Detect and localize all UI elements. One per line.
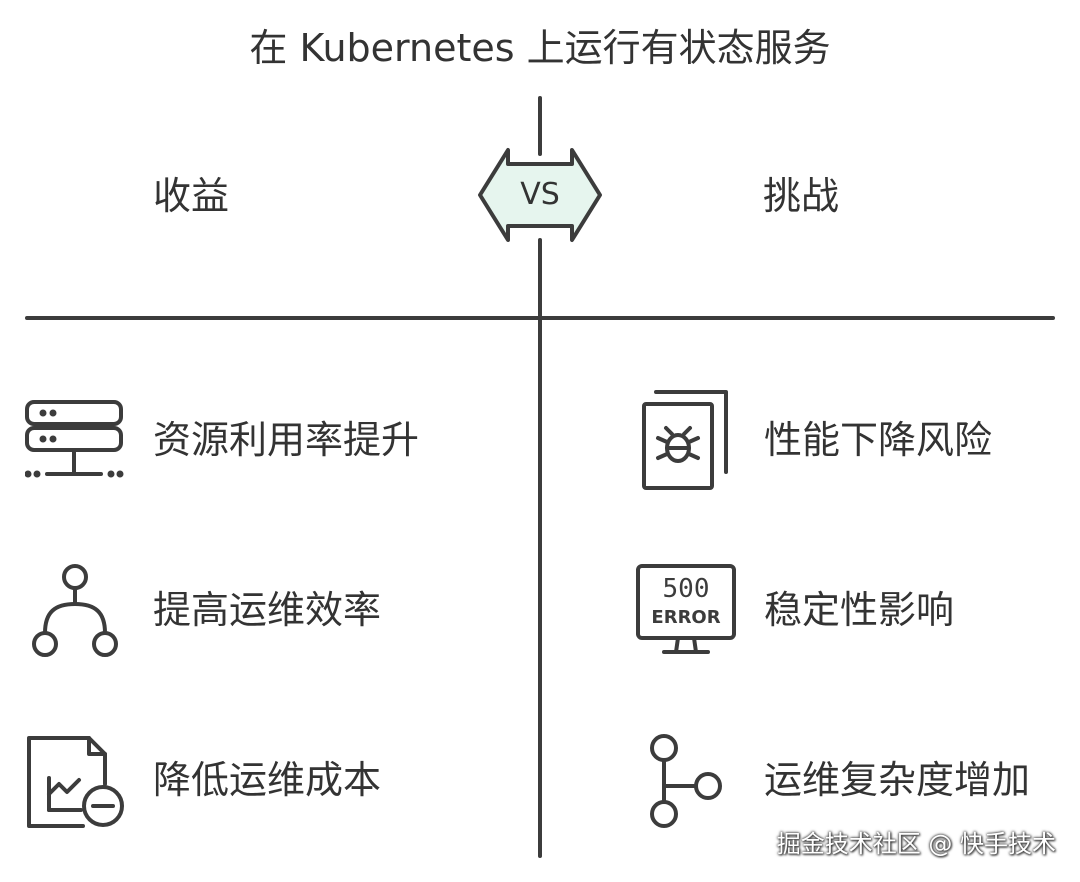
challenge-item-performance-risk: 性能下降风险	[636, 390, 1080, 490]
challenge-label: 运维复杂度增加	[764, 758, 1031, 802]
benefit-item-resource-utilization: 资源利用率提升	[25, 390, 505, 490]
benefit-item-ops-cost: 降低运维成本	[25, 730, 505, 830]
challenge-item-ops-complexity: 运维复杂度增加	[636, 730, 1080, 830]
watermark: 掘金技术社区 @ 快手技术	[776, 830, 1056, 858]
bug-document-icon	[636, 390, 736, 490]
vs-label: VS	[520, 177, 560, 212]
benefit-label: 资源利用率提升	[153, 418, 420, 462]
svg-text:500: 500	[663, 574, 710, 604]
challenge-item-stability: 500 ERROR 稳定性影响	[636, 560, 1080, 660]
benefits-heading: 收益	[153, 174, 230, 218]
hierarchy-tree-icon	[25, 560, 125, 660]
branch-graph-icon	[636, 730, 736, 830]
server-rack-icon	[25, 390, 125, 490]
report-chart-minus-icon	[25, 730, 125, 830]
challenges-heading: 挑战	[763, 174, 840, 218]
horizontal-divider	[25, 316, 1055, 320]
benefit-item-ops-efficiency: 提高运维效率	[25, 560, 505, 660]
vs-badge: VS	[478, 146, 602, 244]
vertical-divider-top	[538, 96, 542, 156]
double-arrow-icon	[478, 148, 602, 242]
vertical-divider-bottom	[538, 238, 542, 858]
challenge-label: 性能下降风险	[764, 418, 993, 462]
benefit-label: 提高运维效率	[153, 588, 382, 632]
svg-text:ERROR: ERROR	[651, 607, 720, 628]
challenge-label: 稳定性影响	[764, 588, 955, 632]
benefit-label: 降低运维成本	[153, 758, 382, 802]
error-500-monitor-icon: 500 ERROR	[636, 560, 736, 660]
page-title: 在 Kubernetes 上运行有状态服务	[249, 26, 831, 70]
